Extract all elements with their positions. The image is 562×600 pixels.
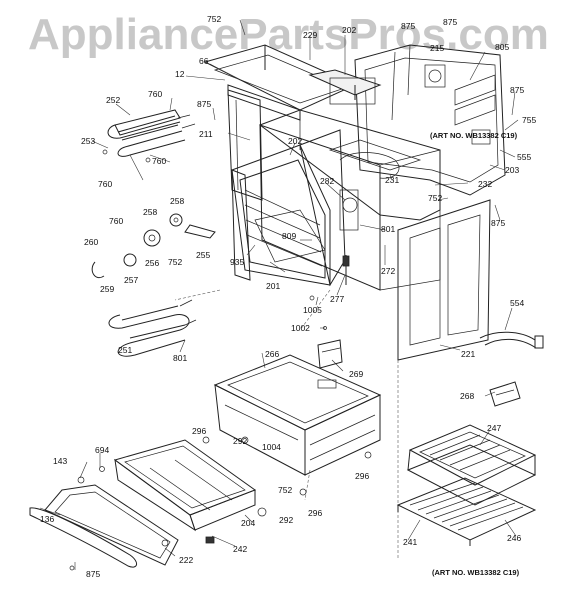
part-label-215: 215 bbox=[430, 43, 445, 53]
drawer-front bbox=[44, 484, 179, 566]
broil-pan bbox=[406, 424, 537, 506]
part-label-760: 760 bbox=[109, 216, 124, 226]
part-label-1004: 1004 bbox=[262, 442, 281, 452]
bake-element bbox=[108, 299, 197, 357]
part-label-136: 136 bbox=[40, 514, 55, 524]
part-label-256: 256 bbox=[145, 258, 160, 268]
part-label-875: 875 bbox=[443, 17, 458, 27]
part-label-875: 875 bbox=[510, 85, 525, 95]
back-panel-assembly bbox=[354, 44, 506, 196]
part-label-222: 222 bbox=[179, 555, 194, 565]
part-label-252: 252 bbox=[106, 95, 121, 105]
broil-element bbox=[102, 109, 196, 163]
drawer bbox=[113, 439, 257, 532]
drawer-body bbox=[213, 354, 382, 476]
part-label-875: 875 bbox=[197, 99, 212, 109]
part-label-1005: 1005 bbox=[303, 305, 322, 315]
part-label-211: 211 bbox=[199, 129, 213, 139]
part-label-694: 694 bbox=[95, 445, 110, 455]
part-label-251: 251 bbox=[118, 345, 133, 355]
part-label-201: 201 bbox=[266, 281, 281, 291]
part-label-221: 221 bbox=[461, 349, 476, 359]
part-label-266: 266 bbox=[265, 349, 280, 359]
part-label-255: 255 bbox=[196, 250, 211, 260]
part-label-555: 555 bbox=[517, 152, 532, 162]
part-label-805: 805 bbox=[495, 42, 510, 52]
part-label-12: 12 bbox=[175, 69, 185, 79]
part-label-66: 66 bbox=[199, 56, 209, 66]
leader-lines bbox=[39, 19, 519, 570]
part-label-801: 801 bbox=[381, 224, 396, 234]
left-side-panel bbox=[227, 89, 263, 201]
bracket bbox=[317, 339, 343, 369]
part-label-292: 292 bbox=[233, 436, 248, 446]
part-label-752: 752 bbox=[428, 193, 443, 203]
part-label-258: 258 bbox=[170, 196, 185, 206]
part-label-259: 259 bbox=[100, 284, 115, 294]
part-label-246: 246 bbox=[507, 533, 522, 543]
part-label-755: 755 bbox=[522, 115, 537, 125]
part-label-203: 203 bbox=[505, 165, 520, 175]
drawer-handle bbox=[29, 507, 137, 568]
part-label-760: 760 bbox=[152, 156, 167, 166]
part-label-935: 935 bbox=[230, 257, 245, 267]
part-label-554: 554 bbox=[510, 298, 525, 308]
part-label-258: 258 bbox=[143, 207, 158, 217]
part-label-296: 296 bbox=[355, 471, 370, 481]
power-cord bbox=[479, 331, 544, 349]
oven-body bbox=[258, 109, 441, 291]
art-number: (ART NO. WB13382 C19) bbox=[432, 568, 520, 577]
part-label-229: 229 bbox=[303, 30, 318, 40]
part-label-260: 260 bbox=[84, 237, 99, 247]
part-label-268: 268 bbox=[460, 391, 475, 401]
part-label-752: 752 bbox=[168, 257, 183, 267]
part-label-272: 272 bbox=[381, 266, 396, 276]
side-panel bbox=[397, 199, 491, 361]
oven-cavity bbox=[231, 144, 331, 286]
part-label-801: 801 bbox=[173, 353, 188, 363]
clip bbox=[489, 381, 521, 407]
part-label-760: 760 bbox=[98, 179, 113, 189]
part-label-752: 752 bbox=[207, 14, 222, 24]
part-label-809: 809 bbox=[282, 231, 297, 241]
part-label-296: 296 bbox=[192, 426, 207, 436]
part-label-241: 241 bbox=[403, 537, 418, 547]
part-label-253: 253 bbox=[81, 136, 96, 146]
part-label-875: 875 bbox=[491, 218, 506, 228]
part-label-875: 875 bbox=[401, 21, 416, 31]
part-label-875: 875 bbox=[86, 569, 101, 579]
part-label-202: 202 bbox=[288, 136, 303, 146]
front-frame bbox=[299, 129, 359, 287]
part-label-204: 204 bbox=[241, 518, 256, 528]
top-frame bbox=[203, 44, 382, 121]
part-label-257: 257 bbox=[124, 275, 139, 285]
part-label-296: 296 bbox=[308, 508, 323, 518]
small-hardware bbox=[69, 295, 372, 571]
part-label-242: 242 bbox=[233, 544, 248, 554]
part-label-231: 231 bbox=[385, 175, 400, 185]
part-label-760: 760 bbox=[148, 89, 163, 99]
part-label-292: 292 bbox=[279, 515, 294, 525]
part-label-277: 277 bbox=[330, 294, 345, 304]
part-label-232: 232 bbox=[478, 179, 493, 189]
part-label-752: 752 bbox=[278, 485, 293, 495]
part-label-282: 282 bbox=[320, 176, 335, 186]
part-label-143: 143 bbox=[53, 456, 68, 466]
part-label-202: 202 bbox=[342, 25, 357, 35]
knob-assembly bbox=[91, 213, 216, 278]
oven-rack bbox=[396, 477, 537, 546]
part-label-269: 269 bbox=[349, 369, 364, 379]
part-label-247: 247 bbox=[487, 423, 502, 433]
art-number-header: (ART NO. WB13382 C19) bbox=[430, 131, 518, 140]
alignment-lines bbox=[174, 289, 399, 560]
part-label-1002: 1002 bbox=[291, 323, 310, 333]
